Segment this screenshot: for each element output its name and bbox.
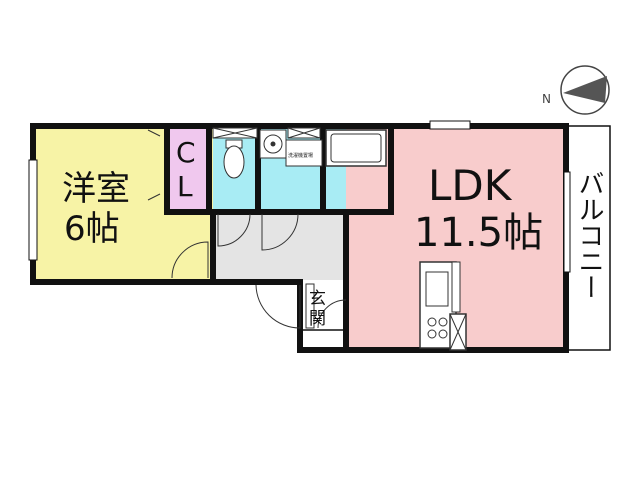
closet-fill (167, 126, 209, 212)
washbasin-icon (259, 129, 287, 159)
hall-fill (213, 214, 346, 280)
door-washroom (261, 213, 299, 251)
ldk-fill-top (391, 126, 566, 214)
inner-wall-hall (206, 126, 349, 350)
refrigerator-icon (449, 313, 467, 351)
balcony-label: バルコニー (574, 170, 604, 300)
laundry-area: 洗濯機置場 (285, 127, 323, 167)
ldk-name: LDK (428, 161, 513, 210)
western-room-size: 6帖 (64, 209, 120, 249)
door-ldk (317, 299, 347, 329)
bath-right-wall (346, 126, 394, 215)
kitchen-cabinet (451, 261, 461, 313)
closet-door-marks (147, 129, 161, 201)
entrance-label-1: 玄 (309, 289, 326, 309)
toilet-icon (212, 127, 258, 179)
window-west (28, 159, 38, 261)
window-north-ldk (429, 120, 471, 130)
balcony-fill (568, 126, 610, 350)
closet-label-c: C (176, 136, 196, 169)
closet-wall (164, 126, 209, 215)
closet-label-l: L (177, 170, 193, 203)
compass: N (542, 65, 610, 115)
outer-wall (30, 123, 569, 353)
door-entrance (255, 284, 301, 329)
balcony-door (563, 171, 571, 273)
door-toilet (217, 213, 251, 247)
bathtub-icon (325, 129, 387, 167)
entrance-label-2: 関 (309, 309, 326, 329)
western-room-name: 洋室 (62, 169, 130, 209)
compass-label: N (542, 92, 551, 106)
door-western (171, 241, 209, 279)
laundry-label: 洗濯機置場 (288, 152, 313, 159)
ldk-size: 11.5帖 (414, 210, 543, 256)
shoe-cabinet (305, 283, 315, 329)
